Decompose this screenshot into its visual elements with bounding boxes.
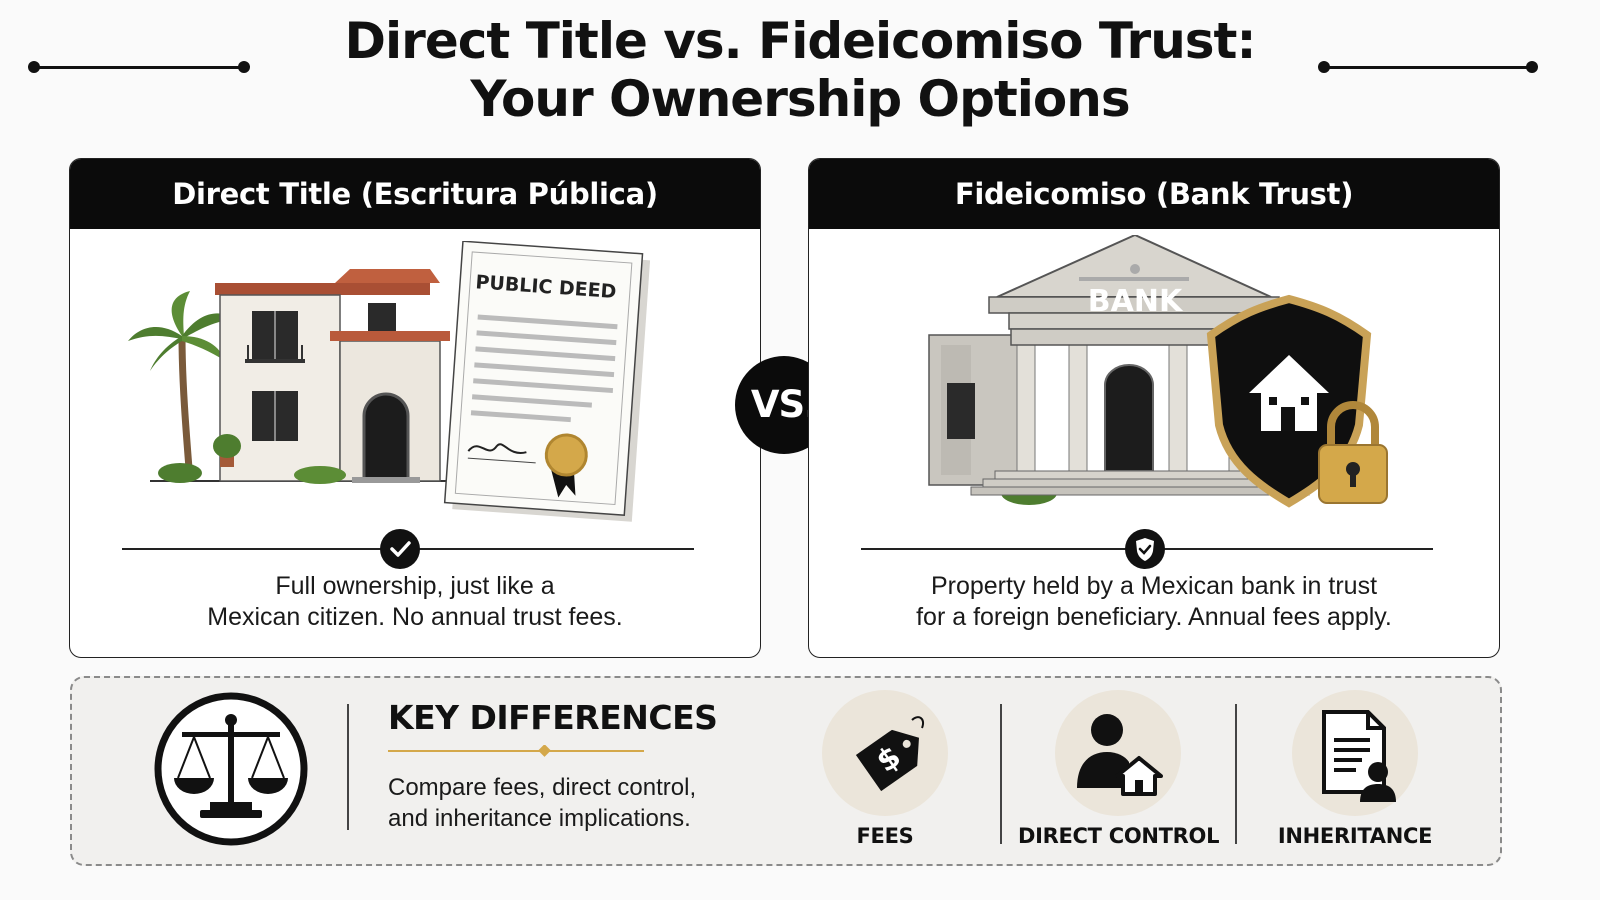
- padlock-icon: [1318, 401, 1388, 504]
- panel-divider-right: [1235, 704, 1237, 844]
- panel-divider-middle: [1000, 704, 1002, 844]
- page-title-line2: Your Ownership Options: [470, 70, 1130, 128]
- key-differences-title: KEY DIFFERENCES: [388, 698, 718, 737]
- fideicomiso-description-line2: for a foreign beneficiary. Annual fees a…: [916, 603, 1392, 631]
- scales-of-justice-icon: [152, 690, 310, 853]
- title-rule-right-end-dot: [1526, 61, 1538, 73]
- price-tag-dollar-icon: $: [822, 690, 948, 816]
- key-differences-text-line1: Compare fees, direct control,: [388, 774, 697, 801]
- key-differences-text-line2: and inheritance implications.: [388, 805, 691, 832]
- direct-title-card: Direct Title (Escritura Pública): [69, 158, 761, 658]
- fideicomiso-description: Property held by a Mexican bank in trust…: [809, 571, 1499, 633]
- document-person-icon: [1292, 690, 1418, 816]
- fees-label: FEES: [856, 824, 914, 848]
- direct-title-header: Direct Title (Escritura Pública): [70, 159, 760, 229]
- direct-control-label: DIRECT CONTROL: [1018, 824, 1220, 848]
- key-differences-text: Compare fees, direct control, and inheri…: [388, 772, 696, 834]
- checkmark-icon: [380, 529, 420, 569]
- house-and-deed-illustration: PUBLIC DEED: [128, 241, 651, 522]
- bank-and-shield-illustration: BANK: [928, 235, 1388, 508]
- house-icon: [158, 269, 450, 484]
- fideicomiso-header: Fideicomiso (Bank Trust): [809, 159, 1499, 229]
- direct-title-description: Full ownership, just like a Mexican citi…: [70, 571, 760, 633]
- direct-title-description-line2: Mexican citizen. No annual trust fees.: [207, 603, 623, 631]
- shield-check-icon: [1125, 529, 1165, 569]
- person-house-icon: [1055, 690, 1181, 816]
- inheritance-label: INHERITANCE: [1277, 824, 1433, 848]
- fideicomiso-description-line1: Property held by a Mexican bank in trust: [930, 572, 1378, 600]
- panel-divider-left: [347, 704, 349, 830]
- key-differences-ornament: [388, 744, 644, 762]
- page-title-line1: Direct Title vs. Fideicomiso Trust:: [344, 12, 1257, 70]
- bank-building-icon: [928, 235, 1310, 505]
- title-rule-left-end-dot: [238, 61, 250, 73]
- deed-document-icon: [443, 241, 651, 522]
- title-rule-left: [34, 66, 246, 69]
- page-title: Direct Title vs. Fideicomiso Trust: Your…: [0, 12, 1600, 128]
- title-rule-right: [1324, 66, 1532, 69]
- fideicomiso-card: Fideicomiso (Bank Trust): [808, 158, 1500, 658]
- bank-label: BANK: [1088, 284, 1184, 319]
- direct-title-description-line1: Full ownership, just like a: [275, 572, 555, 600]
- key-differences-panel: [70, 676, 1502, 866]
